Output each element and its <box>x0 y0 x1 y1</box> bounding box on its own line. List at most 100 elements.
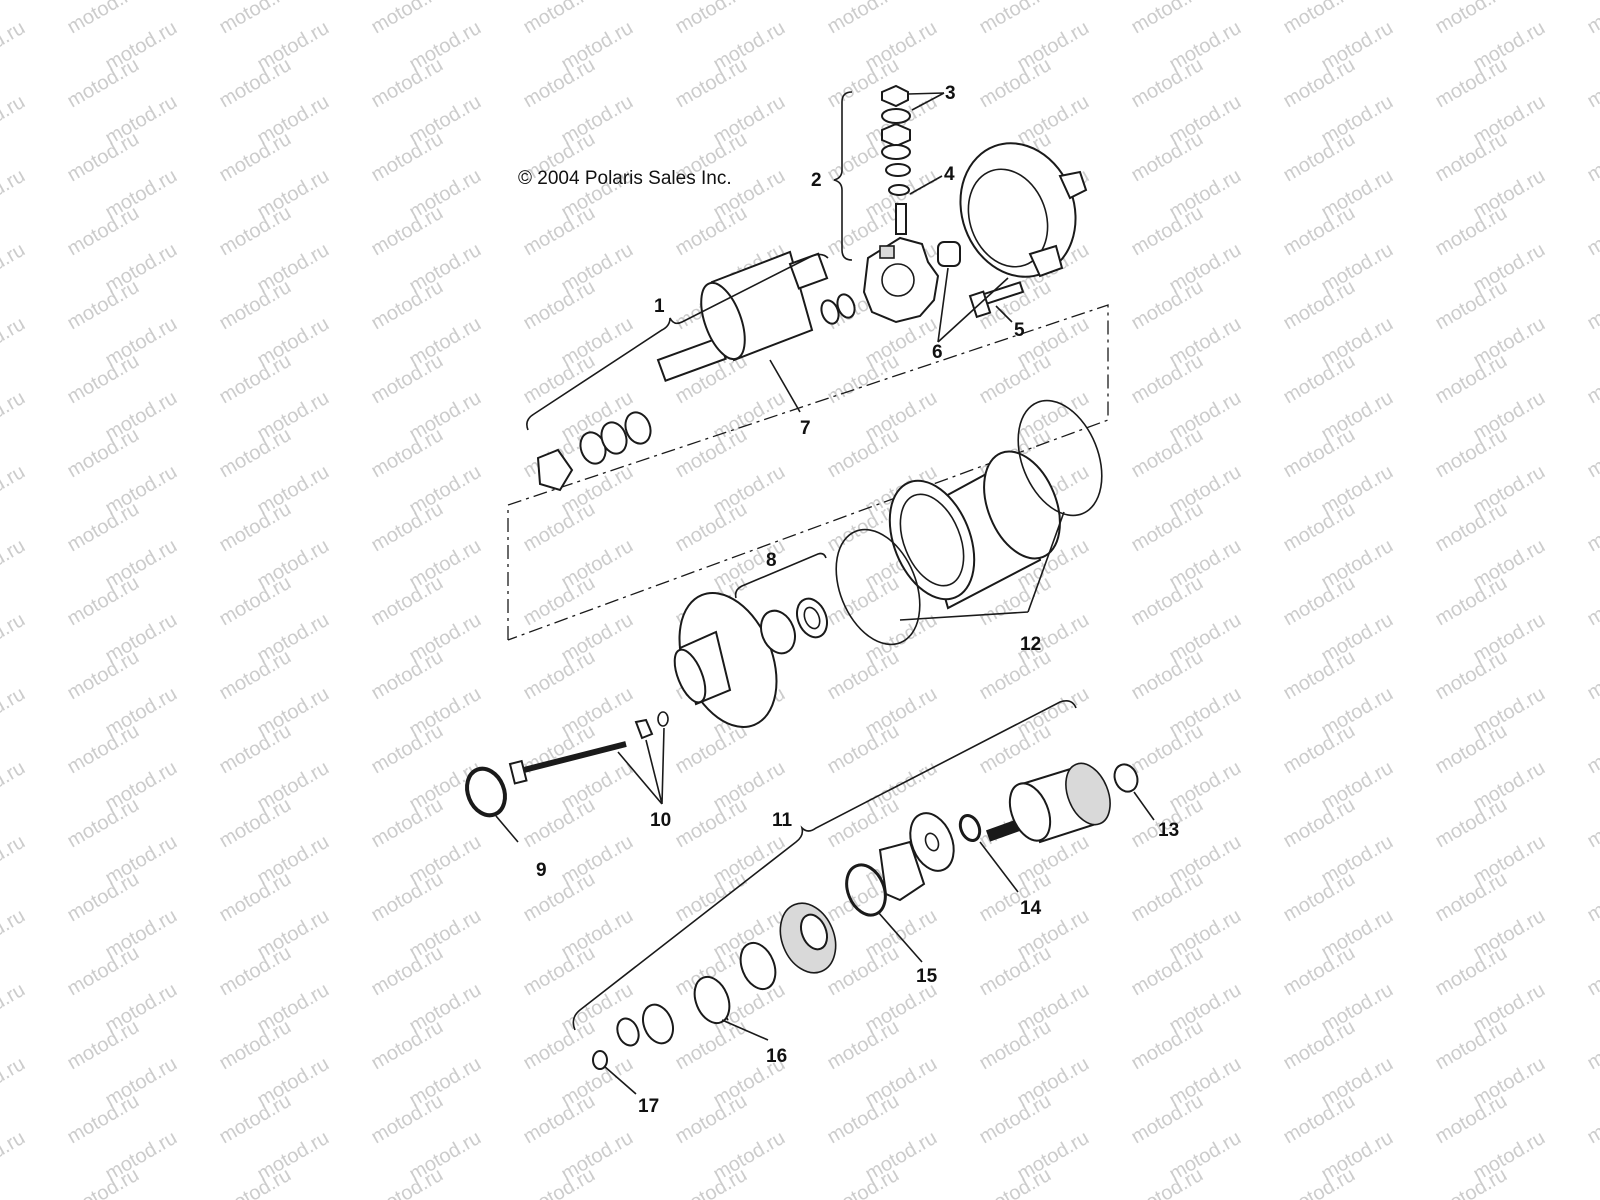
brush-plate-hole <box>881 263 915 297</box>
watermark-text: motod.ru <box>368 54 447 113</box>
watermark-text: motod.ru <box>1128 498 1207 557</box>
watermark-text: motod.ru <box>0 757 29 816</box>
watermark-text: motod.ru <box>0 165 29 224</box>
through-bolt-assembly <box>508 711 669 785</box>
watermark-text: motod.ru <box>1432 350 1511 409</box>
watermark-text: motod.ru <box>672 1016 751 1075</box>
watermark-text: motod.ru <box>216 424 295 483</box>
watermark-text: motod.ru <box>64 0 143 38</box>
end-housing-ear <box>1028 244 1064 278</box>
clutch-shoes <box>878 840 926 902</box>
watermark-text: motod.ru <box>0 17 29 76</box>
watermark-text: motod.ru <box>1280 942 1359 1001</box>
watermark-text: motod.ru <box>368 0 447 38</box>
bracket-1 <box>526 253 829 431</box>
watermark-text: motod.ru <box>368 276 447 335</box>
watermark-text: motod.ru <box>1432 202 1511 261</box>
callout-1: 1 <box>654 296 665 317</box>
watermark-text: motod.ru <box>1432 424 1511 483</box>
washer-13 <box>1113 763 1139 793</box>
callout-7: 7 <box>800 418 811 439</box>
watermark-text: motod.ru <box>520 646 599 705</box>
watermark-text: motod.ru <box>64 720 143 779</box>
leader-17 <box>603 1065 637 1095</box>
watermark-text: motod.ru <box>520 942 599 1001</box>
watermark-text: motod.ru <box>368 720 447 779</box>
watermark-text: motod.ru <box>216 1016 295 1075</box>
watermark-text: motod.ru <box>64 498 143 557</box>
watermark-text: motod.ru <box>824 794 903 853</box>
watermark-text: motod.ru <box>672 202 751 261</box>
watermark-text: motod.ru <box>520 868 599 927</box>
watermark-text: motod.ru <box>1584 1016 1600 1075</box>
o-ring-small <box>657 711 669 727</box>
callout-5: 5 <box>1014 320 1025 341</box>
watermark-text: motod.ru <box>1584 794 1600 853</box>
watermark-text: motod.ru <box>1128 1090 1207 1149</box>
watermark-text: motod.ru <box>1128 868 1207 927</box>
washer-a <box>881 108 911 124</box>
thrust-plate <box>536 448 574 492</box>
watermark-text: motod.ru <box>64 1090 143 1149</box>
watermark-text: motod.ru <box>824 1090 903 1149</box>
watermark-text: motod.ru <box>1128 202 1207 261</box>
watermark-text: motod.ru <box>1432 498 1511 557</box>
watermark-text: motod.ru <box>64 1016 143 1075</box>
spring-outline <box>693 975 731 1025</box>
callout-8: 8 <box>766 550 777 571</box>
end-housing <box>959 142 1088 319</box>
watermark-text: motod.ru <box>520 1016 599 1075</box>
watermark-text: motod.ru <box>0 239 29 298</box>
nut-second <box>881 122 911 148</box>
watermark-text: motod.ru <box>824 0 903 38</box>
watermark-text: motod.ru <box>216 276 295 335</box>
watermark-text: motod.ru <box>64 646 143 705</box>
armature-washer-b <box>836 293 856 319</box>
callout-6: 6 <box>932 342 943 363</box>
watermark-text: motod.ru <box>216 646 295 705</box>
watermark-text: motod.ru <box>1280 720 1359 779</box>
watermark-text: motod.ru <box>64 276 143 335</box>
brush-holder <box>879 245 895 259</box>
brush-plate <box>862 236 940 324</box>
leader-16 <box>721 1019 769 1041</box>
o-ring-12-back <box>1017 399 1103 517</box>
callout-2: 2 <box>811 170 822 191</box>
leader-14 <box>979 841 1019 893</box>
watermark-text: motod.ru <box>976 350 1055 409</box>
watermark-text: motod.ru <box>1280 276 1359 335</box>
oil-seal-inner <box>803 606 821 630</box>
watermark-text: motod.ru <box>0 0 29 1</box>
watermark-text: motod.ru <box>1280 868 1359 927</box>
armature <box>536 250 856 492</box>
watermark-text: motod.ru <box>1432 0 1511 38</box>
watermark-text: motod.ru <box>1280 1090 1359 1149</box>
watermark-text: motod.ru <box>520 794 599 853</box>
watermark-text: motod.ru <box>1584 942 1600 1001</box>
watermark-text: motod.ru <box>0 831 29 890</box>
watermark-text: motod.ru <box>1432 794 1511 853</box>
watermark-text: motod.ru <box>64 54 143 113</box>
ring-gear-teeth <box>1065 762 1111 826</box>
watermark-text: motod.ru <box>520 498 599 557</box>
needle-bearing <box>760 609 796 655</box>
watermark-text: motod.ru <box>1584 868 1600 927</box>
watermark-text: motod.ru <box>368 128 447 187</box>
watermark-text: motod.ru <box>216 868 295 927</box>
watermark-text: motod.ru <box>64 868 143 927</box>
watermark-text: motod.ru <box>1432 942 1511 1001</box>
watermark-text: motod.ru <box>0 609 29 668</box>
watermark-text: motod.ru <box>824 1016 903 1075</box>
snap-ring-9 <box>465 766 507 818</box>
watermark-text: motod.ru <box>1432 276 1511 335</box>
watermark-text: motod.ru <box>64 572 143 631</box>
leader-5 <box>995 305 1013 323</box>
watermark-text: motod.ru <box>520 202 599 261</box>
watermark-text: motod.ru <box>976 0 1055 38</box>
watermark-text: motod.ru <box>976 720 1055 779</box>
retainer-washer <box>616 1017 640 1047</box>
watermark-text: motod.ru <box>1280 128 1359 187</box>
watermark-text: motod.ru <box>1128 572 1207 631</box>
clutch-plate-hole <box>924 832 940 852</box>
